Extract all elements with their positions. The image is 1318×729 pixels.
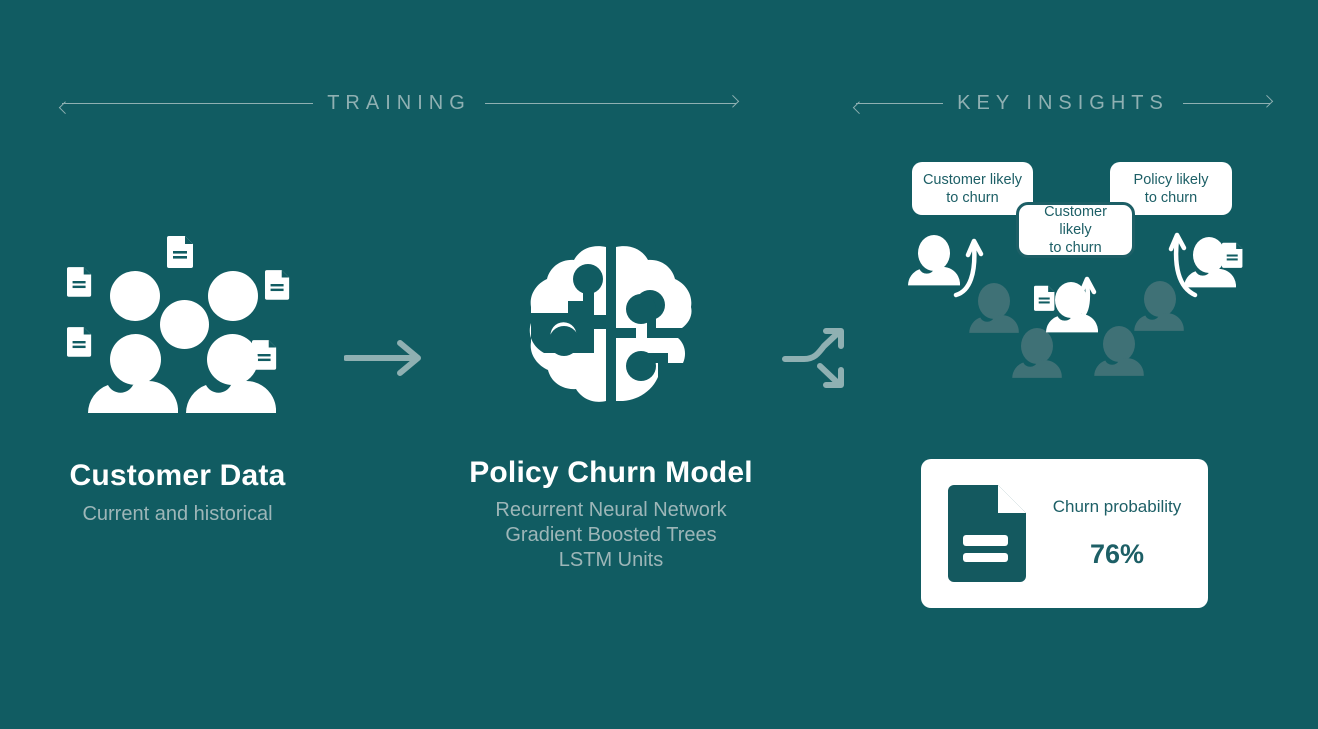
callout-line-1: Policy likely [1133, 171, 1209, 188]
person-head [110, 271, 160, 321]
callout-line-1: Customer likely [922, 171, 1023, 188]
person-shoulders-highlight [1046, 313, 1098, 333]
section-header-key-insights: KEY INSIGHTS [856, 92, 1271, 115]
document-icon [948, 485, 1026, 582]
header-rule-right [484, 103, 736, 104]
person-head [207, 334, 258, 385]
header-rule-left [856, 103, 944, 104]
callout-line-2: to churn [1144, 189, 1198, 206]
section-header-key-insights-label: KEY INSIGHTS [957, 92, 1169, 114]
model-subtitle-line-1: Recurrent Neural Network [495, 499, 727, 521]
model-subtitle-line-2: Gradient Boosted Trees [505, 524, 717, 546]
person-shoulders-highlight [1184, 268, 1236, 288]
document-icon [1034, 285, 1055, 311]
churn-probability-label: Churn probability [1052, 497, 1182, 516]
callout-customer-likely-to-churn-center[interactable]: Customer likely to churn [1016, 202, 1135, 258]
customer-data-title: Customer Data [69, 459, 286, 492]
person-head-dim [1103, 326, 1135, 362]
header-rule-left [62, 103, 314, 104]
person-head-dim [1021, 328, 1053, 364]
document-icon [265, 270, 290, 300]
churn-probability-value: 76% [1089, 539, 1145, 569]
document-icon [167, 236, 193, 268]
person-shoulders-highlight [908, 266, 960, 286]
document-icon [1222, 242, 1243, 268]
person-shoulders-dim [1094, 358, 1144, 376]
document-icon [252, 340, 277, 370]
right-arrow-icon [344, 340, 421, 376]
ai-brain-icon [529, 246, 692, 402]
model-subtitle-line-3: LSTM Units [558, 549, 664, 571]
section-header-training: TRAINING [62, 92, 736, 115]
customer-data-subtitle: Current and historical [82, 503, 273, 525]
person-shoulders [186, 380, 276, 413]
model-subtitle: Recurrent Neural Network Gradient Booste… [440, 498, 782, 573]
person-shoulders-dim [969, 315, 1019, 333]
person-head [110, 334, 161, 385]
person-head-dim [978, 283, 1010, 319]
person-head-highlight [1055, 282, 1087, 318]
customer-data-illustration [55, 225, 305, 415]
callout-text: Policy likely to churn [1134, 171, 1209, 207]
person-head-dim [1144, 281, 1176, 317]
person-head [208, 271, 258, 321]
document-icon [67, 327, 92, 357]
person-shoulders-dim [1012, 360, 1062, 378]
header-rule-right [1182, 103, 1271, 104]
callout-line-1: Customer likely [1044, 204, 1107, 238]
callout-text: Customer likely to churn [923, 171, 1022, 207]
callout-text: Customer likely to churn [1027, 203, 1124, 257]
section-header-training-label: TRAINING [327, 92, 471, 114]
person-head [160, 300, 209, 349]
person-head-highlight [1193, 237, 1225, 273]
person-shoulders [88, 380, 178, 413]
callout-line-2: to churn [946, 189, 999, 206]
person-head-highlight [918, 235, 950, 271]
callout-line-2: to churn [1049, 240, 1102, 256]
split-arrow-icon [782, 328, 844, 388]
person-shoulders-dim [1134, 313, 1184, 331]
churn-probability-card[interactable]: Churn probability 76% [921, 459, 1208, 608]
document-icon [67, 267, 92, 297]
model-title: Policy Churn Model [469, 456, 753, 489]
churn-probability-text: Churn probability 76% [1026, 497, 1208, 570]
callout-customer-likely-to-churn-left[interactable]: Customer likely to churn [912, 162, 1033, 215]
